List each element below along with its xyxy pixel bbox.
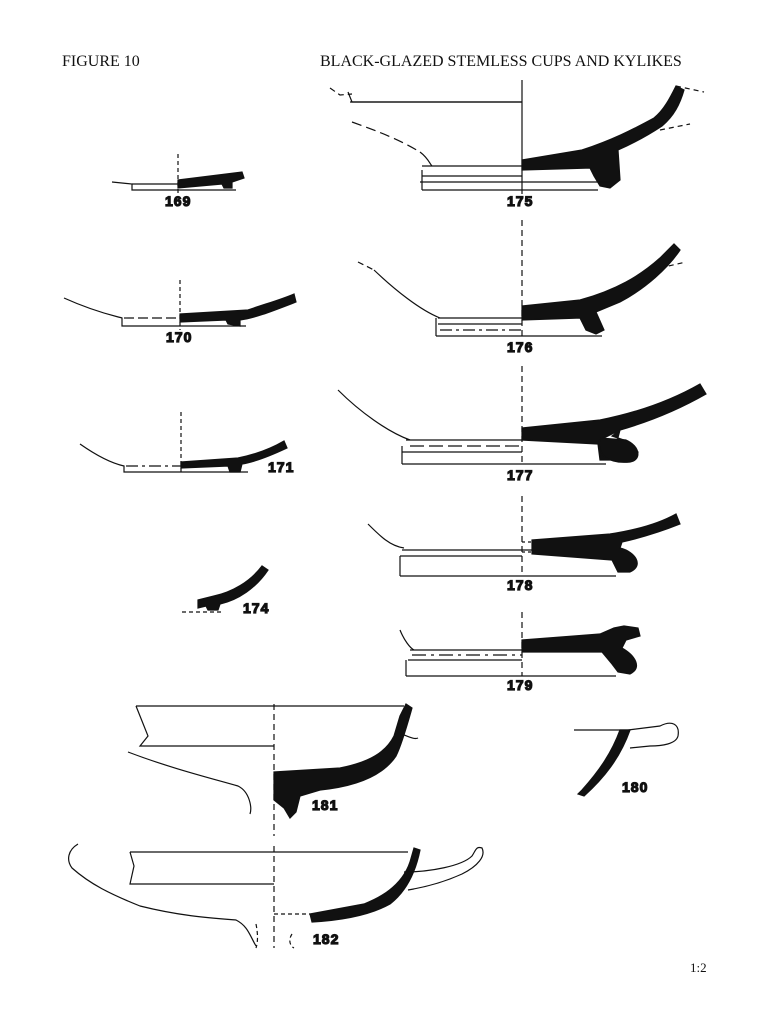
profile-174: [182, 565, 269, 613]
figure-title: BLACK-GLAZED STEMLESS CUPS AND KYLIKES: [320, 53, 682, 70]
profile-number-170: 170: [166, 329, 192, 345]
profile-178: [367, 496, 681, 577]
profile-181: [127, 703, 419, 836]
figure-label: FIGURE 10: [62, 53, 140, 70]
profile-179: [399, 612, 641, 677]
profile-number-179: 179: [507, 677, 533, 693]
profile-number-177: 177: [507, 467, 533, 483]
profile-number-171: 171: [268, 459, 294, 475]
profile-169: [111, 154, 245, 196]
profile-180: [574, 722, 679, 797]
profile-number-176: 176: [507, 339, 533, 355]
profile-number-178: 178: [507, 577, 533, 593]
profile-182: [68, 843, 484, 949]
profile-number-180: 180: [622, 779, 648, 795]
profile-171: [79, 412, 288, 474]
scale-label: 1:2: [690, 960, 707, 975]
profile-number-175: 175: [507, 193, 533, 209]
profile-number-182: 182: [313, 931, 339, 947]
profile-175: [329, 80, 705, 194]
profile-177: [337, 366, 707, 465]
profile-number-181: 181: [312, 797, 338, 813]
profile-number-169: 169: [165, 193, 191, 209]
profile-number-174: 174: [243, 600, 269, 616]
profile-170: [63, 280, 297, 330]
profile-176: [357, 220, 687, 340]
